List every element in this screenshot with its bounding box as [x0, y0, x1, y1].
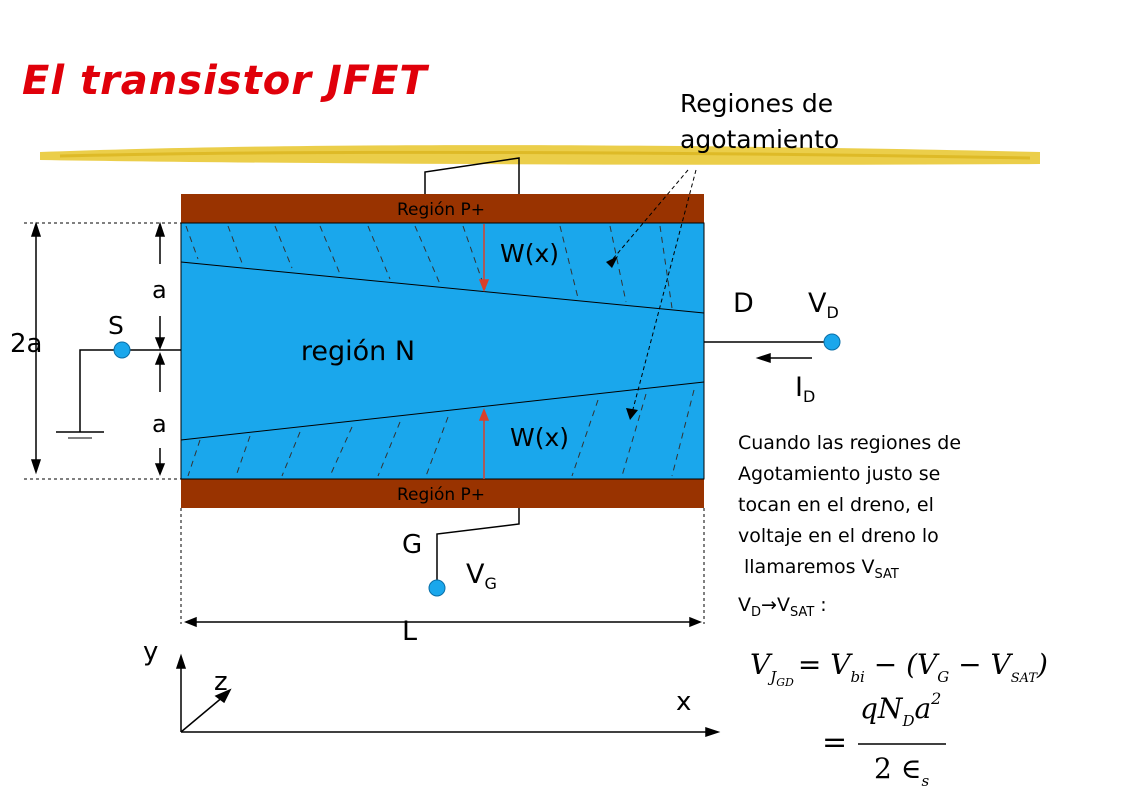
source-ground-wire — [79, 349, 122, 432]
title-underline-highlight — [40, 145, 1040, 165]
coordinate-axes — [175, 653, 721, 738]
length-label: L — [402, 616, 417, 647]
drain-label: D — [733, 288, 754, 319]
id-arrow — [755, 352, 812, 364]
region-n-label: región N — [301, 336, 415, 367]
id-label: ID — [795, 372, 815, 406]
gate-contact — [428, 579, 446, 597]
w-top-label: W(x) — [500, 239, 559, 268]
callout-line-1: Regiones de — [680, 89, 834, 118]
depletion-boundary-bottom — [180, 381, 705, 441]
p-region-top — [181, 194, 704, 223]
equation-denominator: 2 ∈s — [874, 752, 929, 790]
region-p-bottom-label: Región P+ — [397, 485, 485, 505]
callout-arrows — [611, 169, 697, 414]
right-arrow-icon: → — [761, 593, 777, 616]
page-title: El transistor JFET — [22, 58, 428, 104]
vd-label: VD — [808, 288, 839, 322]
saturation-equation: VJGD= Vbi − (VG − VSAT) = qNDa2 2 ∈s — [750, 648, 1048, 790]
region-p-top-label: Región P+ — [397, 200, 485, 220]
note-line-6: VD→VSAT : — [738, 593, 827, 620]
two-a-label: 2a — [10, 329, 42, 359]
p-region-bottom — [181, 479, 704, 508]
gate-label: G — [402, 530, 422, 560]
axis-y-label: y — [143, 637, 158, 667]
note-line-4: voltaje en el dreno lo — [738, 525, 939, 547]
note-line-3: tocan en el dreno, el — [738, 494, 934, 516]
axis-x-label: x — [676, 687, 691, 717]
dimension-guides — [24, 222, 705, 624]
equation-line-1: VJGD= Vbi − (VG − VSAT) — [750, 648, 1048, 689]
gate-bottom-wire — [436, 508, 520, 582]
note-line-1: Cuando las regiones de — [738, 432, 962, 454]
callout-line-2: agotamiento — [680, 125, 840, 154]
drain-contact — [823, 333, 841, 351]
depletion-callout: Regiones de agotamiento — [680, 86, 910, 158]
a-top-label: a — [152, 276, 167, 304]
gate-top-wire — [424, 157, 520, 194]
dimension-a — [154, 221, 166, 477]
n-region — [180, 222, 705, 480]
axis-z-label: z — [214, 667, 228, 697]
source-label: S — [108, 311, 124, 340]
equation-numerator: qNDa2 — [860, 689, 941, 730]
depletion-boundary-top — [180, 261, 705, 314]
equation-equals: = — [822, 725, 847, 760]
w-bottom-label: W(x) — [510, 423, 569, 452]
note-line-2: Agotamiento justo se — [738, 463, 941, 485]
vg-label: VG — [466, 559, 497, 593]
saturation-note: Cuando las regiones de Agotamiento justo… — [738, 428, 1068, 628]
a-bottom-label: a — [152, 410, 167, 438]
note-line-5: llamaremos VSAT — [744, 556, 899, 582]
dimension-2a — [30, 221, 42, 475]
source-contact — [113, 341, 131, 359]
depletion-hatching — [185, 225, 695, 477]
dimension-l — [183, 616, 703, 628]
